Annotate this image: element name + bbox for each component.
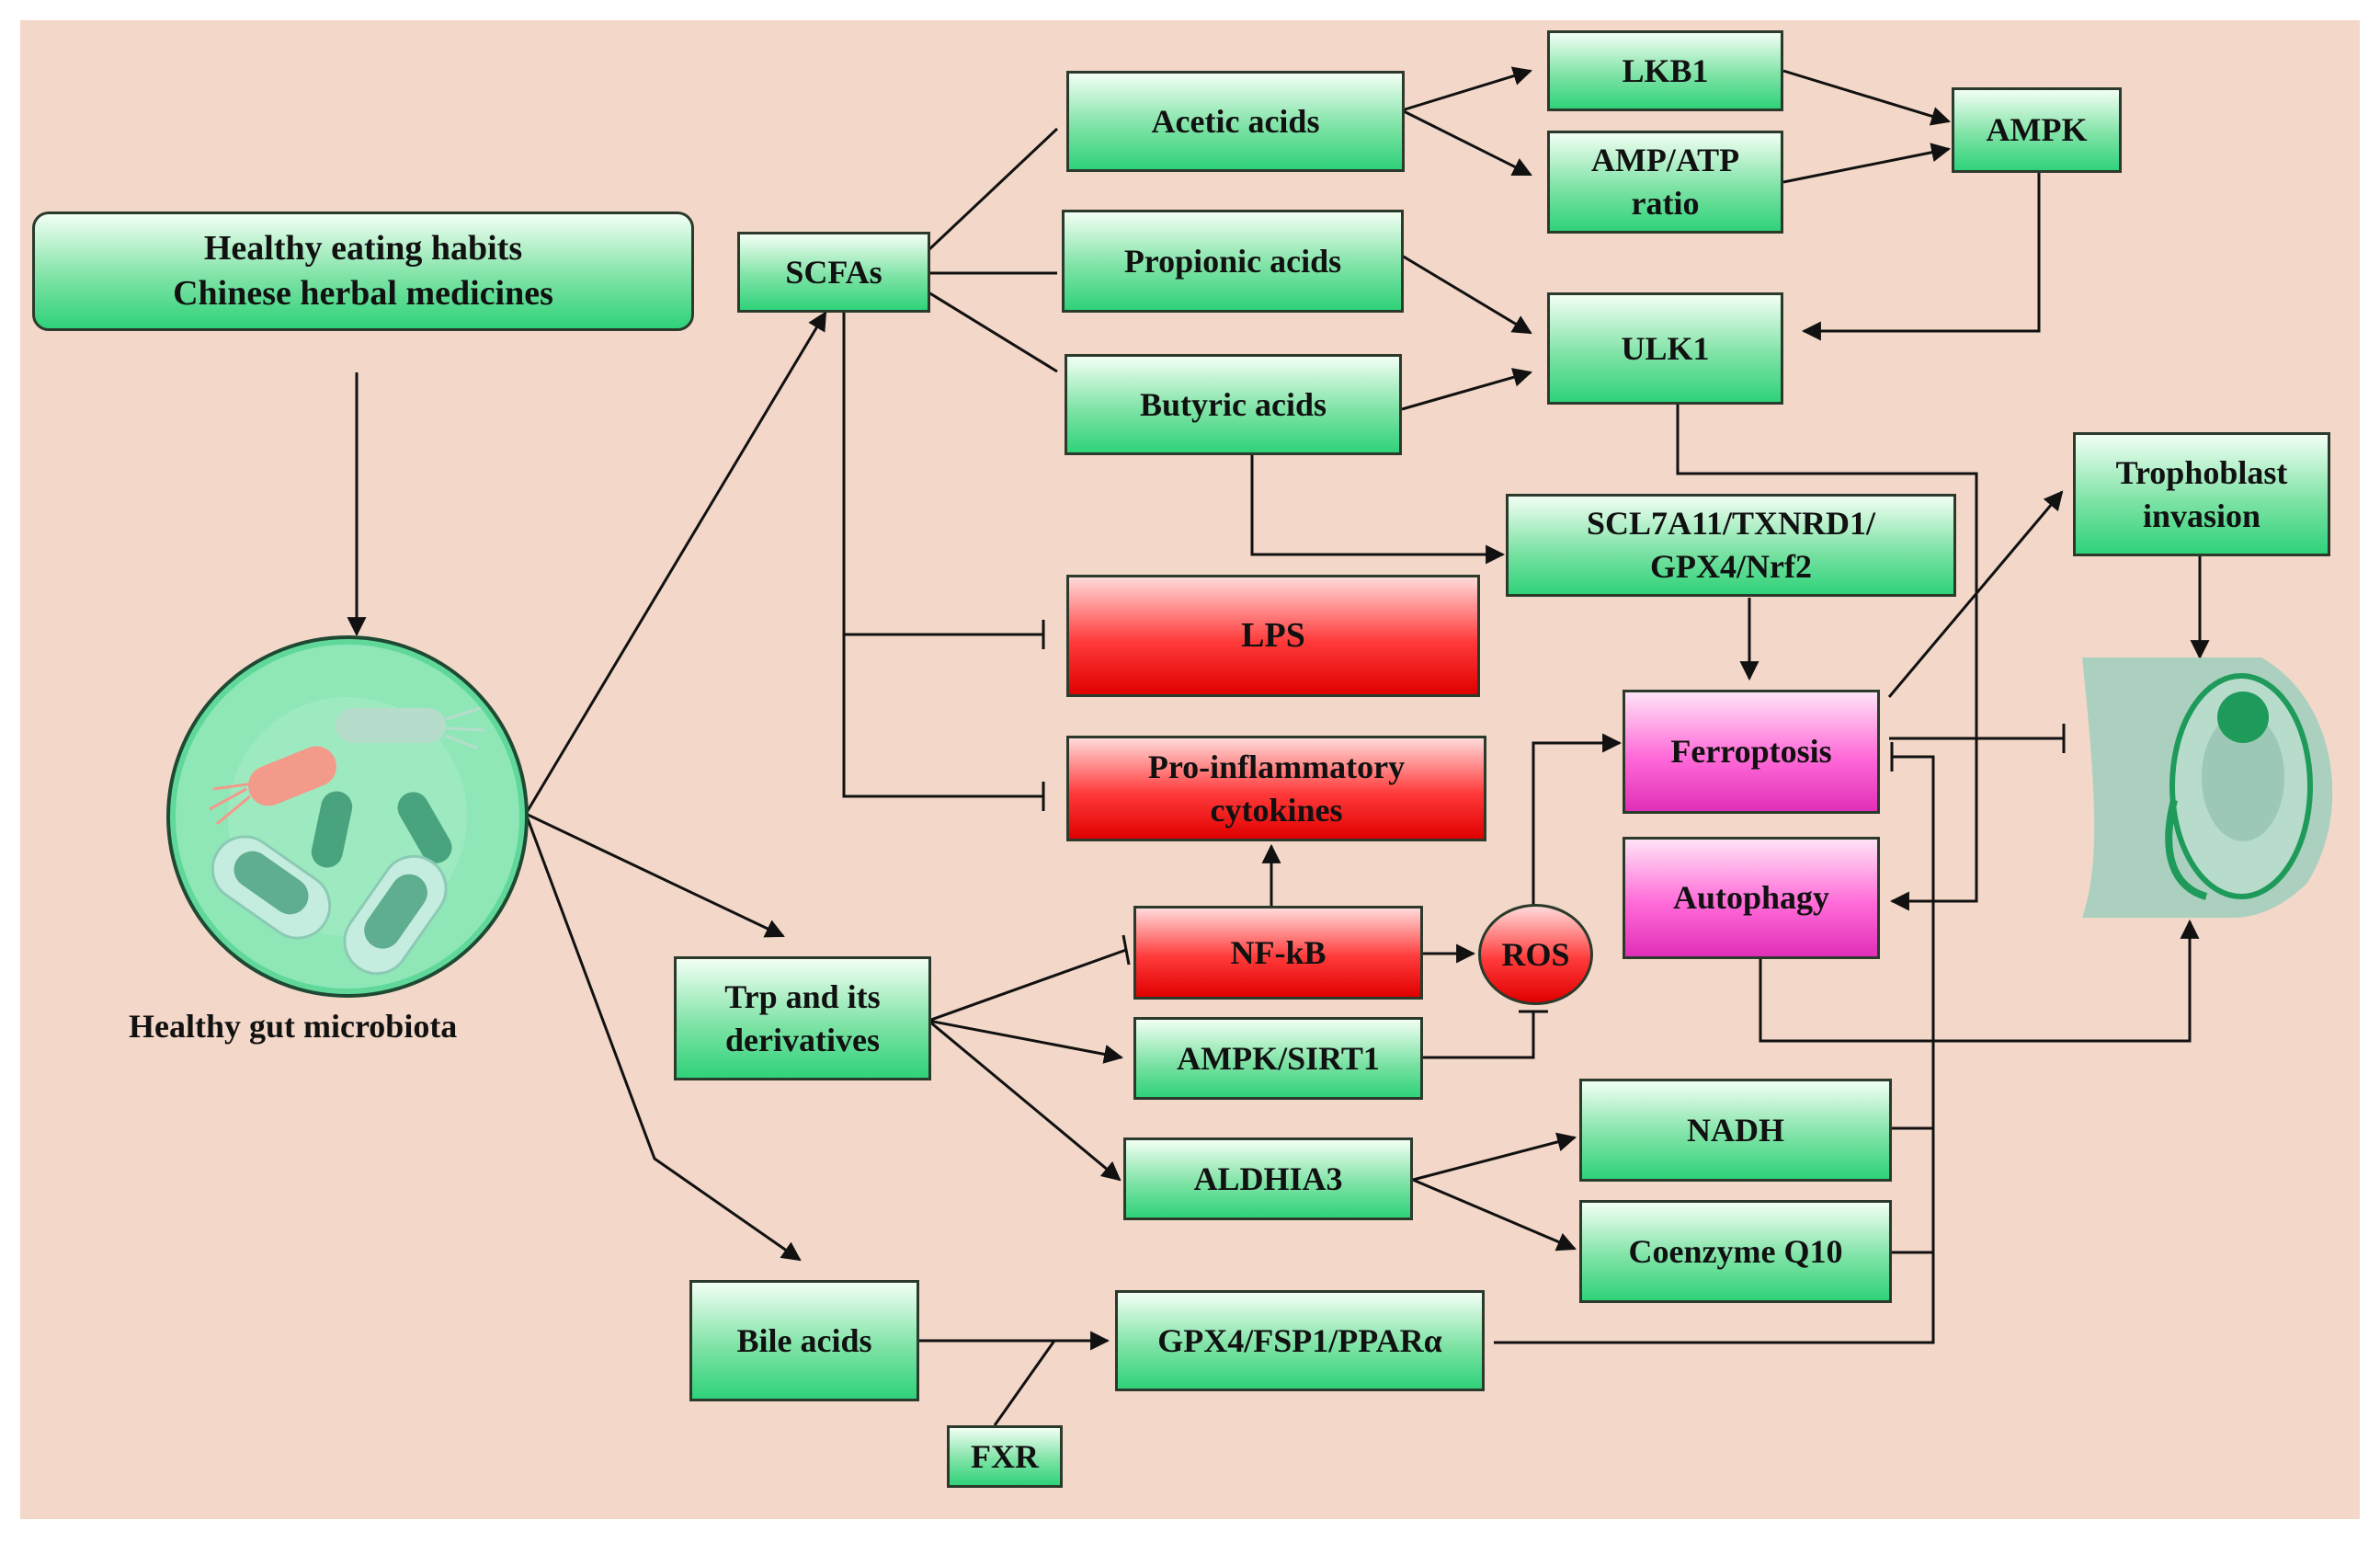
edge-ampksirt1-ros: [1423, 1012, 1535, 1059]
edge-aldh-nadh: [1412, 1132, 1577, 1182]
edge-ros-ferroptosis: [1532, 733, 1623, 909]
propionic-acids-node: Propionic acids: [1062, 210, 1404, 313]
edge-trp-ampksirt1: [928, 1019, 1124, 1064]
pro-inflammatory-cytokines-node: Pro-inflammatory cytokines: [1066, 736, 1486, 841]
edge-microbiota-trp: [525, 812, 785, 938]
edge-scfas-butyric: [928, 291, 1058, 373]
edge-microbiota-scfas: [524, 311, 827, 815]
coenzyme-q10-node: Coenzyme Q10: [1579, 1200, 1892, 1303]
edge-aldh-coq10: [1412, 1178, 1577, 1252]
pregnancy-icon: [2082, 657, 2333, 918]
fxr-node: FXR: [947, 1425, 1063, 1488]
ros-node: ROS: [1478, 904, 1593, 1005]
edge-butyric-scl: [1250, 453, 1506, 565]
edge-trp-aldh: [928, 1019, 1122, 1182]
nf-kb-node: NF-kB: [1133, 906, 1423, 1000]
bile-acids-node: Bile acids: [689, 1280, 919, 1401]
source-node: Healthy eating habits Chinese herbal med…: [32, 211, 694, 331]
ampk-sirt1-node: AMPK/SIRT1: [1133, 1017, 1423, 1100]
nadh-node: NADH: [1579, 1079, 1892, 1182]
autophagy-node: Autophagy: [1623, 837, 1880, 959]
ampk-node: AMPK: [1952, 87, 2122, 173]
edge-ulk1-autophagy: [1676, 405, 1978, 911]
lkb1-node: LKB1: [1547, 30, 1783, 111]
edge-lkb1-ampk: [1782, 69, 1952, 126]
edge-scfas-acetic: [927, 127, 1059, 252]
trophoblast-invasion-node: Trophoblast invasion: [2073, 432, 2330, 556]
scfas-node: SCFAs: [737, 232, 930, 313]
edge-scfas-lps: [842, 313, 1043, 636]
edge-acetic-ampatp: [1401, 109, 1532, 177]
ferroptosis-node: Ferroptosis: [1623, 690, 1880, 814]
aldhia3-node: ALDHIA3: [1123, 1137, 1413, 1220]
edge-butyric-ulk1: [1401, 368, 1533, 411]
edge-autophagy-pregnancy: [1759, 919, 2200, 1043]
edge-ferroptosis-trophoblast: [1887, 490, 2064, 698]
gpx4-fsp1-ppara-node: GPX4/FSP1/PPARα: [1115, 1290, 1485, 1391]
butyric-acids-node: Butyric acids: [1065, 354, 1402, 455]
acetic-acids-node: Acetic acids: [1066, 71, 1405, 172]
microbiota-label: Healthy gut microbiota: [129, 1008, 458, 1045]
edge-trp-nfkb: [928, 948, 1127, 1023]
edge-ampk-ulk1: [1801, 173, 2041, 341]
bacteria-icon: [209, 706, 485, 976]
edge-gpx4-ferroptosis: [1494, 755, 1935, 1344]
scl7a11-txnrd1-gpx4-nrf2-node: SCL7A11/TXNRD1/ GPX4/Nrf2: [1506, 494, 1956, 597]
edge-acetic-lkb1: [1401, 66, 1533, 112]
edge-ampatp-ampk: [1782, 143, 1952, 184]
trp-derivatives-node: Trp and its derivatives: [674, 956, 931, 1080]
edge-propionic-ulk1: [1401, 254, 1532, 335]
edge-microbiota-bile: [524, 813, 802, 1262]
lps-node: LPS: [1066, 575, 1480, 697]
ulk1-node: ULK1: [1547, 292, 1783, 405]
edge-trp-nfkb-bar: [1122, 934, 1131, 966]
edge-scfas-proinf: [842, 634, 1043, 798]
edge-fxr-gpx4: [993, 1340, 1056, 1426]
amp-atp-ratio-node: AMP/ATP ratio: [1547, 131, 1783, 234]
